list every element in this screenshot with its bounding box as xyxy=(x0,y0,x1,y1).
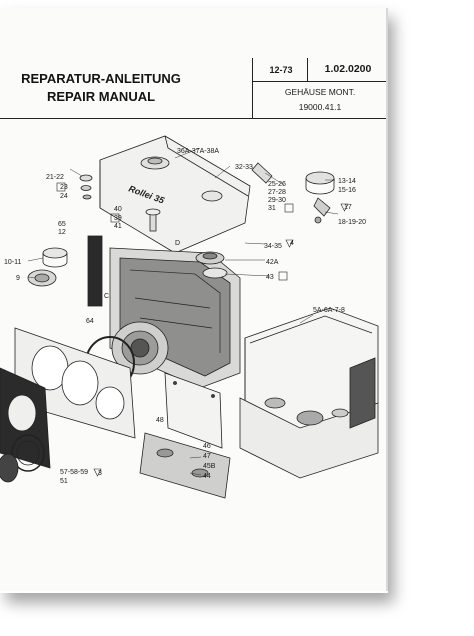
callout-15: 15-16 xyxy=(338,187,356,194)
title-block: REPARATUR-ANLEITUNG REPAIR MANUAL xyxy=(16,70,186,106)
callout-10: 10-11 xyxy=(4,259,21,266)
callout-d: D xyxy=(175,240,180,247)
document-code: 1.02.0200 xyxy=(324,63,372,75)
callout-64: 64 xyxy=(86,318,94,325)
callout-12: 12 xyxy=(58,229,66,236)
callout-36: 36A-37A-38A xyxy=(177,148,219,155)
callout-47: 47 xyxy=(203,453,211,460)
callout-3: 3 xyxy=(98,470,102,477)
callout-18: 18-19-20 xyxy=(338,219,366,226)
callout-44: 44 xyxy=(203,473,211,480)
callout-13: 13-14 xyxy=(338,178,356,185)
section-title: GEHÄUSE MONT. xyxy=(284,87,356,97)
callout-51: 51 xyxy=(60,478,68,485)
callout-57: 57-58-59 xyxy=(60,469,88,476)
upper-right-parts xyxy=(251,162,335,224)
small-parts-upper-left xyxy=(79,174,161,232)
callout-39: 39 xyxy=(114,215,122,222)
leader-lines xyxy=(27,147,339,476)
callout-23: 23 xyxy=(60,184,68,191)
revision-date: 12-73 xyxy=(269,65,293,75)
body-side-parts xyxy=(27,235,103,307)
title-english: REPAIR MANUAL xyxy=(46,89,156,104)
header-divider-mid xyxy=(307,58,308,81)
front-cover xyxy=(0,367,51,469)
callout-29: 29-30 xyxy=(268,197,286,204)
manual-page: REPARATUR-ANLEITUNG REPAIR MANUAL 12-73 … xyxy=(0,8,388,591)
callout-24: 24 xyxy=(60,193,68,200)
callout-9: 9 xyxy=(16,275,20,282)
callout-c: C xyxy=(104,293,109,300)
callout-5a: 5A-6A-7-8 xyxy=(313,307,345,314)
lower-rings xyxy=(0,434,45,483)
title-german: REPARATUR-ANLEITUNG xyxy=(21,71,181,86)
callout-31: 31 xyxy=(268,205,276,212)
callout-48: 48 xyxy=(156,417,164,424)
callout-46: 46 xyxy=(203,443,211,450)
part-number: 19000.41.1 xyxy=(298,102,342,112)
back-door xyxy=(239,307,379,479)
callout-34: 34-35 xyxy=(264,243,282,250)
callout-43: 43 xyxy=(266,274,274,281)
callout-41: 41 xyxy=(114,223,122,230)
callout-17: 17 xyxy=(344,204,352,211)
callout-27: 27-28 xyxy=(268,189,286,196)
lens-assembly xyxy=(85,321,169,390)
header-divider-top xyxy=(252,81,386,82)
callout-labels: 36A-37A-38A 32-33 21-22 23 24 25-26 27-2… xyxy=(4,148,366,485)
callout-42a: 42A xyxy=(266,259,279,266)
pressure-plate xyxy=(164,372,223,449)
exploded-view-diagram: Rollei 35 36A-37A-38A 32-33 21-22 23 24 … xyxy=(0,135,379,499)
callout-40: 40 xyxy=(114,206,122,213)
bottom-plate xyxy=(139,432,231,499)
top-cover-part xyxy=(99,135,251,254)
callout-4: 4 xyxy=(290,240,294,247)
callout-45b: 45B xyxy=(203,463,216,470)
callout-25: 25-26 xyxy=(268,181,286,188)
header-rule xyxy=(0,118,386,119)
header-divider-vertical xyxy=(252,58,253,119)
callout-21: 21-22 xyxy=(46,174,64,181)
callout-65: 65 xyxy=(58,221,66,228)
callout-markers xyxy=(56,182,349,477)
callout-32: 32-33 xyxy=(235,164,253,171)
